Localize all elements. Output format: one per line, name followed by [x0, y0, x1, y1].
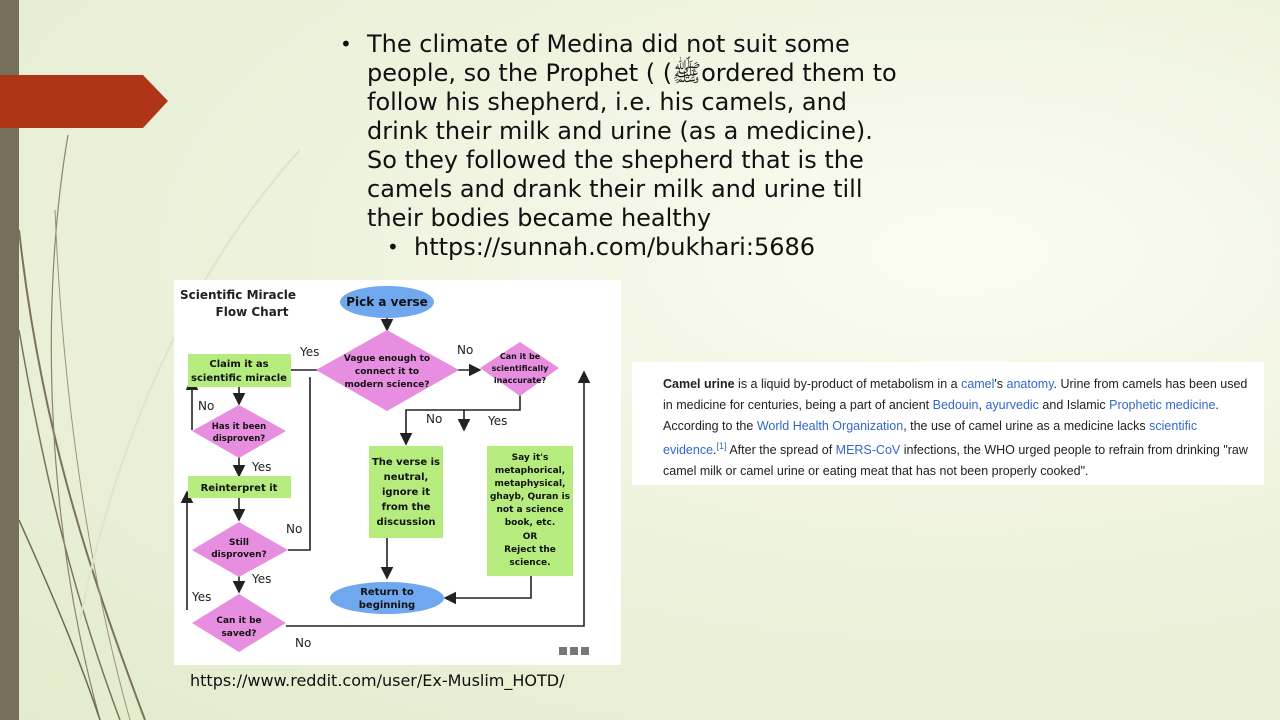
label-yes-inaccurate: Yes [487, 414, 507, 428]
node-neutral-line1: The verse is [372, 457, 440, 468]
node-neutral-line3: ignore it [382, 487, 430, 498]
node-neutral-line2: neutral, [384, 472, 429, 483]
node-claim-line2: scientific miracle [191, 373, 287, 384]
node-vague-enough [316, 330, 459, 411]
label-no-inaccurate: No [426, 412, 442, 426]
node-say-metaphorical [487, 446, 573, 576]
node-pick-verse-label: Pick a verse [346, 295, 428, 309]
node-claim-miracle [188, 354, 291, 387]
node-still-line1: Still [229, 538, 249, 548]
node-can-be-saved [192, 594, 286, 652]
node-claim-line1: Claim it as [209, 359, 268, 370]
flowchart-connectors [180, 318, 591, 627]
wiki-term: Camel urine [663, 377, 735, 391]
wikipedia-excerpt: Camel urine is a liquid by-product of me… [632, 362, 1264, 485]
flowchart-source-caption[interactable]: https://www.reddit.com/user/Ex-Muslim_HO… [190, 671, 565, 690]
wiki-link-prophetic-medicine[interactable]: Prophetic medicine [1109, 397, 1216, 412]
flowchart-title-line2: Flow Chart [216, 305, 289, 319]
wiki-link-who[interactable]: World Health Organization [756, 418, 904, 433]
node-metaphor-line2: metaphorical, [495, 466, 565, 476]
node-return-line1: Return to [360, 587, 414, 598]
bullet-list: The climate of Medina did not suit some … [340, 30, 910, 262]
wiki-link-anatomy[interactable]: anatomy [1006, 377, 1054, 391]
wiki-text: . Urine from camels has been used in med… [663, 377, 1248, 412]
node-still-line2: disproven? [211, 550, 267, 560]
node-verse-neutral [369, 446, 443, 538]
node-disproven-line1: Has it been [212, 422, 266, 432]
node-reinterpret [188, 476, 291, 498]
node-reinterpret-label: Reinterpret it [201, 483, 278, 494]
node-inaccurate-line2: scientifically [492, 364, 549, 373]
node-return-line2: beginning [359, 600, 415, 611]
node-disproven-line2: disproven? [213, 434, 266, 444]
wiki-text: . According to the [663, 397, 1219, 433]
decorative-swirl-lines [18, 134, 301, 720]
wiki-link-scientific-evidence[interactable]: scientific evidence [663, 418, 1198, 458]
node-neutral-line5: discussion [377, 517, 436, 528]
node-pick-verse [340, 286, 434, 318]
wiki-text: , the use of camel urine as a medicine l… [903, 418, 1150, 433]
node-inaccurate-line1: Can it be [500, 352, 541, 361]
node-inaccurate [480, 342, 559, 396]
wiki-text: is a liquid by-product of metabolism in … [734, 377, 962, 391]
node-metaphor-line3: metaphysical, [495, 479, 566, 489]
node-metaphor-line6: book, etc. [505, 518, 556, 528]
node-saved-line1: Can it be [216, 616, 261, 626]
wiki-paragraph: Camel urine is a liquid by-product of me… [632, 362, 1264, 482]
node-metaphor-line9: science. [509, 558, 550, 568]
node-metaphor-line5: not a science [497, 505, 564, 515]
wiki-citation[interactable]: [1] [716, 441, 727, 452]
node-return-beginning [330, 582, 444, 614]
wiki-link-camel[interactable]: camel [961, 377, 995, 391]
label-yes-disproven: Yes [251, 460, 271, 474]
node-neutral-line4: from the [382, 502, 431, 513]
label-no-disproven: No [198, 399, 214, 413]
flowchart-title-line1: Scientific Miracle [180, 288, 296, 302]
flowchart-image: Scientific Miracle Flow Chart Pick a ver… [174, 280, 621, 665]
bullet-source-link[interactable]: https://sunnah.com/bukhari:5686 [387, 233, 910, 262]
label-no-vague: No [457, 343, 473, 357]
node-metaphor-line8: Reject the [504, 545, 556, 555]
wiki-link-ayurvedic[interactable]: ayurvedic [985, 397, 1039, 412]
node-disproven [192, 405, 286, 458]
left-accent-strip [0, 0, 19, 720]
label-yes-still: Yes [251, 572, 271, 586]
bullet-hadith-text: The climate of Medina did not suit some … [340, 30, 910, 233]
wiki-text: . [713, 443, 717, 458]
license-icons [559, 647, 589, 655]
node-inaccurate-line3: inaccurate? [494, 376, 547, 385]
node-saved-line2: saved? [221, 629, 256, 639]
node-still-disproven [192, 522, 288, 577]
wiki-link-mers-cov[interactable]: MERS-CoV [835, 443, 901, 458]
label-yes-vague: Yes [299, 345, 319, 359]
wiki-text: 's [994, 377, 1007, 391]
wiki-text: After the spread of [726, 443, 836, 458]
label-no-still: No [286, 522, 302, 536]
title-arrow-banner [0, 75, 168, 128]
node-vague-line2: connect it to [355, 367, 419, 377]
node-metaphor-line7: OR [523, 532, 538, 542]
wiki-text: and Islamic [1038, 397, 1110, 412]
wiki-text: infections, the WHO urged people to refr… [663, 443, 1248, 479]
label-no-saved: No [295, 636, 311, 650]
wiki-text: , [978, 397, 986, 412]
node-metaphor-line4: ghayb, Quran is [490, 492, 570, 502]
wiki-link-bedouin[interactable]: Bedouin [932, 397, 979, 412]
node-metaphor-line1: Say it's [512, 453, 549, 463]
label-yes-saved: Yes [191, 590, 211, 604]
node-vague-line1: Vague enough to [344, 354, 430, 364]
node-vague-line3: modern science? [344, 380, 429, 390]
